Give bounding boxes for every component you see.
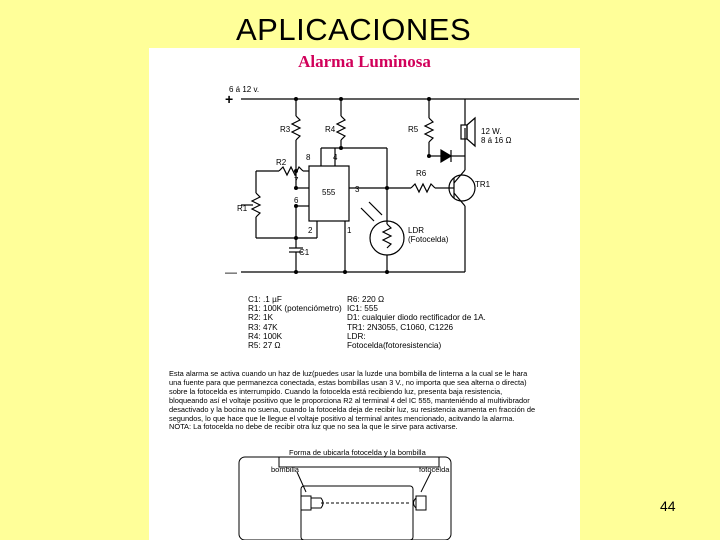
slide-title: APLICACIONES	[236, 12, 472, 47]
r2-label: R2	[276, 158, 287, 167]
description-text: Esta alarma se activa cuando un haz de l…	[169, 369, 569, 432]
r4-label: R4	[325, 125, 336, 134]
speaker-icon	[460, 124, 468, 140]
r1-label: R1	[237, 204, 248, 213]
description-line: desactivado y la bocina no suena, cuando…	[169, 404, 536, 414]
placement-diagram	[238, 456, 452, 540]
component-item: Fotocelda(fotoresistencia)	[347, 341, 442, 351]
tr1-label: TR1	[475, 180, 491, 189]
placement-title: Forma de ubicarla fotocelda y la bombill…	[289, 448, 427, 457]
pin1-label: 1	[347, 226, 352, 235]
transistor-tr1	[448, 174, 476, 202]
component-item: R4: 100K	[248, 331, 283, 341]
speaker-impedance-label: 8 á 16 Ω	[481, 136, 511, 145]
component-item: IC1: 555	[347, 304, 378, 314]
component-item: TR1: 2N3055, C1060, C1226	[347, 322, 454, 332]
ic-555-chip	[308, 165, 350, 222]
photocell-label: fotocelda	[419, 465, 450, 474]
description-line: bloqueando así el voltaje positivo que l…	[169, 395, 530, 405]
component-item: R6: 220 Ω	[347, 295, 385, 304]
components-list-right: R6: 220 Ω IC1: 555 D1: cualquier diodo r…	[347, 295, 486, 350]
component-item: C1: .1 µF	[248, 295, 282, 304]
pin8-label: 8	[306, 153, 311, 162]
page-number: 44	[660, 498, 676, 514]
r6-label: R6	[416, 169, 427, 178]
components-list-left: C1: .1 µF R1: 100K (potenciómetro) R2: 1…	[248, 295, 342, 350]
ldr-sub-label: (Fotocelda)	[408, 235, 449, 244]
component-item: R1: 100K (potenciómetro)	[248, 304, 342, 314]
r3-label: R3	[280, 125, 291, 134]
description-line: NOTA: La fotocelda no debe de recibir ot…	[169, 422, 458, 432]
r5-label: R5	[408, 125, 419, 134]
plus-terminal: +	[225, 91, 233, 107]
scanned-schematic-sheet: 6 á 12 v. + — R3 R4 R5 R2 R1 R6 8 4 7 6 …	[149, 48, 580, 540]
bulb-label: bombilla	[271, 465, 300, 474]
pin3-label: 3	[355, 185, 360, 194]
component-item: LDR:	[347, 331, 366, 341]
c1-label: C1	[299, 248, 310, 257]
ldr-label: LDR	[408, 226, 424, 235]
pin2-label: 2	[308, 226, 313, 235]
speaker-power-label: 12 W.	[481, 127, 501, 136]
pin4-label: 4	[333, 153, 338, 162]
component-item: R3: 47K	[248, 322, 278, 332]
description-line: sobre la fotocelda es interrumpido. Cuan…	[169, 386, 503, 396]
description-line: Esta alarma se activa cuando un haz de l…	[169, 369, 528, 378]
component-item: D1: cualquier diodo rectificador de 1A.	[347, 313, 486, 323]
ic-label: 555	[322, 188, 336, 197]
supply-label: 6 á 12 v.	[229, 85, 259, 94]
component-item: R2: 1K	[248, 313, 274, 323]
description-line: segundos, lo que hace que le llegue el v…	[169, 413, 515, 423]
circuit-schematic: 6 á 12 v. + — R3 R4 R5 R2 R1 R6 8 4 7 6 …	[225, 85, 579, 540]
pin6-label: 6	[294, 196, 299, 205]
pin7-label: 7	[294, 176, 299, 185]
sheet-title: Alarma Luminosa	[298, 52, 431, 71]
component-item: R5: 27 Ω	[248, 341, 281, 351]
description-line: una fuente para que permanezca conectada…	[169, 377, 527, 387]
minus-terminal: —	[225, 265, 237, 279]
